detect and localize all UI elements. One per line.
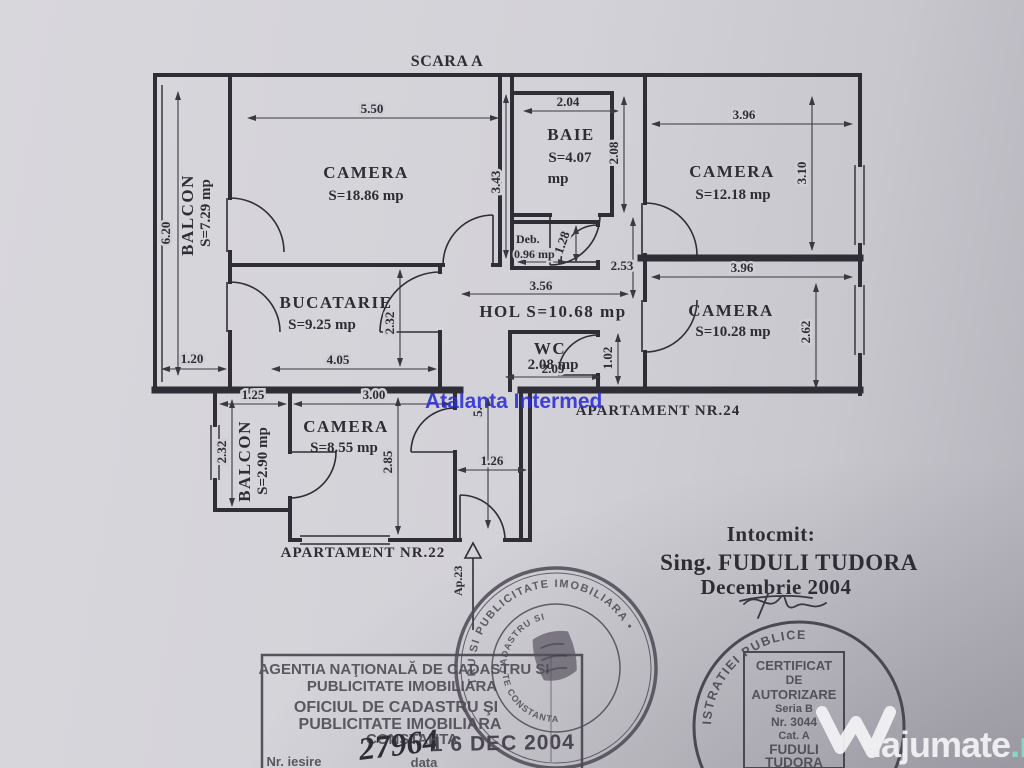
- dim-camera1-w: 5.50: [361, 101, 384, 116]
- room-camera4-name: CAMERA: [303, 417, 389, 436]
- office-stamp-reg-label: Nr. iesire: [267, 754, 322, 768]
- minister-stamp-ring-text: MINISTERUL ADMINISTRATIEI PUBLICE: [0, 0, 806, 725]
- svg-text:lajumate.ro: lajumate.ro: [872, 724, 1024, 765]
- room-balcon2-area: S=2.90 mp: [255, 427, 271, 495]
- round-cadastru-stamp: AGENTIA NATIONALA DE CADASTRU SI PUBLICI…: [0, 0, 658, 768]
- site-watermark-tld: .ro: [1010, 724, 1024, 765]
- room-baie-area: S=4.07: [548, 150, 592, 166]
- office-stamp-line5: CONSTANTA: [366, 731, 458, 748]
- dim-corridor-h: 5.: [470, 407, 485, 417]
- dim-camera3-w: 3.96: [731, 260, 754, 275]
- author-date: Decembrie 2004: [700, 575, 851, 599]
- office-stamp-line2: PUBLICITATE IMOBILIARA: [307, 678, 497, 695]
- dim-baie-h: 2.08: [606, 141, 621, 164]
- room-camera3-area: S=10.28 mp: [695, 324, 770, 340]
- room-deb-name: Deb.: [516, 232, 540, 246]
- dim-wc-w: 2.09: [542, 361, 565, 376]
- room-balcon1-area: S=7.29 mp: [198, 179, 214, 247]
- site-watermark: lajumate.ro: [816, 706, 1024, 765]
- lajumate-logo-icon: [816, 706, 896, 758]
- minister-cat: Cat. A: [778, 730, 809, 742]
- minister-seria: Seria B: [775, 703, 813, 715]
- office-stamp-line3: OFICIUL DE CADASTRU ŞI: [294, 699, 498, 716]
- dim-balcon1-w: 1.20: [181, 351, 204, 366]
- dim-hol-w: 3.56: [530, 278, 553, 293]
- minister-cert-line3: AUTORIZARE: [752, 687, 837, 702]
- dim-wc-h: 1.02: [600, 347, 615, 370]
- minister-name-line2: TUDORA: [765, 755, 823, 768]
- windows: [210, 165, 865, 545]
- room-wc-name: WC: [534, 339, 566, 358]
- minister-name-line1: FUDULI: [769, 742, 819, 757]
- dim-camera4-h: 2.85: [380, 450, 395, 473]
- room-camera2-area: S=12.18 mp: [695, 187, 770, 203]
- dim-shaft: 2.53: [611, 258, 634, 273]
- dim-balcon2-w: 1.25: [242, 387, 265, 402]
- dim-bucatarie-h: 2.32: [382, 312, 397, 335]
- dim-camera2-h: 3.10: [794, 162, 809, 185]
- author-heading: Intocmit:: [727, 522, 815, 546]
- minister-nr: Nr. 3044: [771, 715, 817, 729]
- author-block: Intocmit: Sing. FUDULI TUDORA Decembrie …: [660, 522, 918, 619]
- dim-balcon2-h: 2.32: [214, 441, 229, 464]
- dim-camera4-w: 3.00: [363, 387, 386, 402]
- dim-corridor-w: 1.26: [481, 453, 504, 468]
- signature: [739, 593, 827, 619]
- dimension-lines: [161, 91, 853, 535]
- apartment-22-label: APARTAMENT NR.22: [281, 545, 446, 561]
- author-name: Sing. FUDULI TUDORA: [660, 550, 918, 575]
- dim-camera2-w: 3.96: [733, 107, 756, 122]
- office-stamp-line1: AGENTIA NAŢIONALĂ DE CADASTRU SI: [258, 661, 549, 678]
- dim-camera3-h: 2.62: [798, 321, 813, 344]
- minister-cert-line2: DE: [786, 673, 803, 687]
- office-stamp-line4: PUBLICITATE IMOBILIARA: [299, 716, 502, 733]
- office-stamp-date-label: data: [411, 755, 439, 768]
- agency-watermark: Atalanta Intermed: [425, 390, 602, 413]
- doors: [226, 197, 698, 541]
- room-labels: BALCON S=7.29 mp CAMERA S=18.86 mp BAIE …: [178, 125, 775, 561]
- office-stamp: AGENTIA NAŢIONALĂ DE CADASTRU SI PUBLICI…: [258, 653, 584, 768]
- dim-camera1-h: 3.43: [488, 170, 503, 193]
- room-camera1-area: S=18.86 mp: [328, 188, 403, 204]
- room-bucatarie-name: BUCATARIE: [280, 293, 393, 312]
- dim-baie-w: 2.04: [557, 94, 580, 109]
- apartment-24-label: APARTAMENT NR.24: [576, 403, 741, 419]
- entry-arrow: Ap.23: [449, 541, 483, 630]
- room-camera1-name: CAMERA: [323, 163, 409, 182]
- room-baie-unit: mp: [548, 171, 569, 187]
- room-wc-area: 2.08 mp: [528, 357, 579, 373]
- room-camera4-area: S=8.55 mp: [310, 440, 378, 456]
- walls: [151, 73, 864, 542]
- floor-plan: SCARA A: [151, 53, 865, 630]
- minister-cert-line1: CERTIFICAT: [756, 658, 832, 673]
- room-bucatarie-area: S=9.25 mp: [288, 317, 356, 333]
- room-deb-area: 0.96 mp: [514, 247, 555, 261]
- round-minister-stamp: MINISTERUL ADMINISTRATIEI PUBLICE CERTIF…: [0, 0, 906, 768]
- svg-text:MINISTERUL ADMINISTRATIEI PUBL: MINISTERUL ADMINISTRATIEI PUBLICE: [0, 0, 806, 725]
- ap23-label: Ap.23: [451, 566, 465, 596]
- room-balcon2-name: BALCON: [235, 420, 254, 502]
- room-camera3-name: CAMERA: [688, 301, 774, 320]
- room-camera2-name: CAMERA: [689, 162, 775, 181]
- dim-bucatarie-w: 4.05: [327, 352, 350, 367]
- plan-title: SCARA A: [411, 53, 483, 70]
- room-hol-label: HOL S=10.68 mp: [479, 302, 626, 321]
- room-baie-name: BAIE: [547, 125, 595, 144]
- site-watermark-brand: lajumate: [872, 724, 1010, 765]
- room-balcon1-name: BALCON: [178, 174, 197, 256]
- dim-deb-w: 0.90: [531, 247, 554, 262]
- dimension-labels: 6.20 1.20 5.50 3.43 2.04 2.08 3.96 3.10 …: [156, 92, 816, 476]
- dim-balcon1-h: 6.20: [158, 222, 173, 245]
